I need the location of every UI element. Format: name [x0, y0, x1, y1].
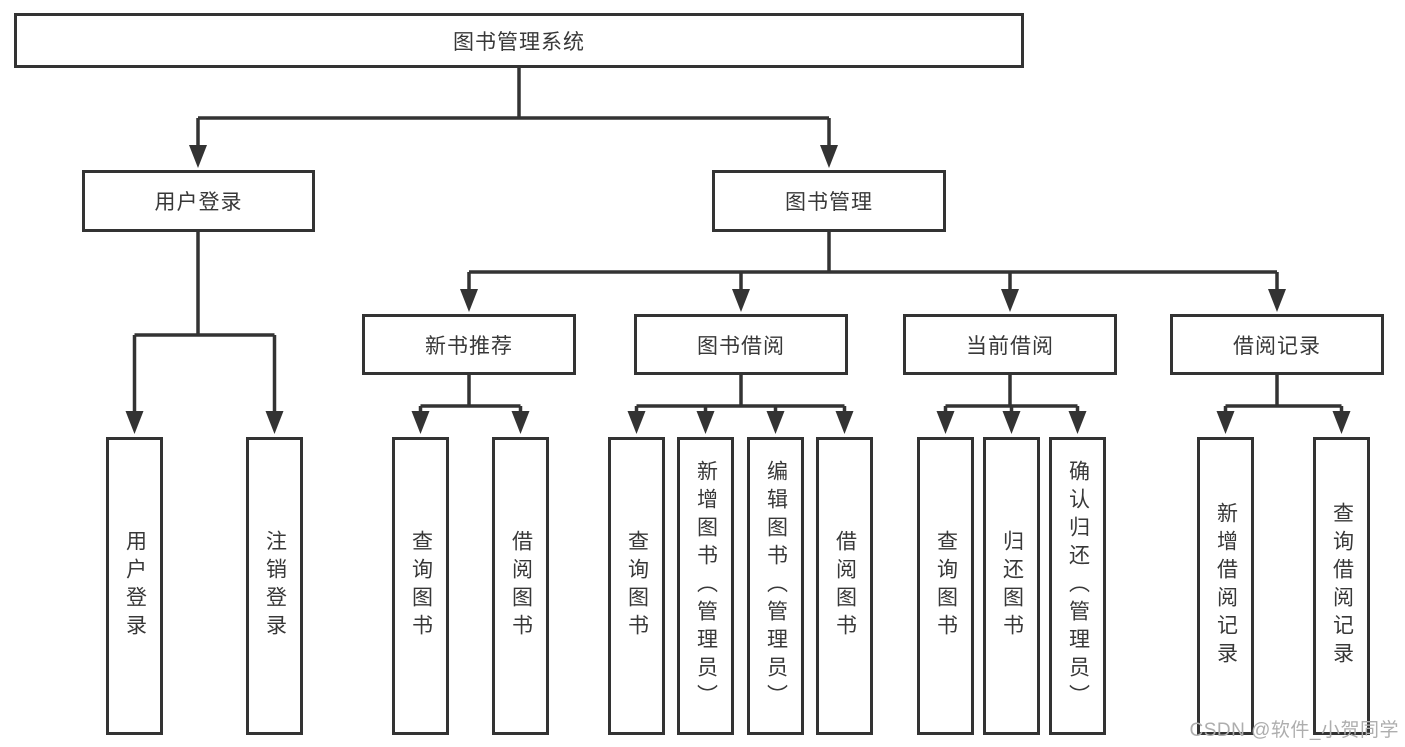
leaf-query-books-borrow: 查询图书: [608, 437, 665, 735]
leaf-edit-book-admin: 编辑图书（管理员）: [747, 437, 804, 735]
node-borrow-records: 借阅记录: [1170, 314, 1384, 375]
leaf-return-book: 归还图书: [983, 437, 1040, 735]
leaf-label: 确认归还（管理员）: [1066, 460, 1090, 712]
leaf-label: 查询图书: [409, 530, 433, 642]
leaf-label: 归还图书: [1000, 530, 1024, 642]
leaf-logout: 注销登录: [246, 437, 303, 735]
node-label: 借阅记录: [1233, 334, 1321, 358]
node-book-management: 图书管理: [712, 170, 946, 232]
leaf-label: 查询图书: [934, 530, 958, 642]
node-library-management-system: 图书管理系统: [14, 13, 1024, 68]
leaf-confirm-return-admin: 确认归还（管理员）: [1049, 437, 1106, 735]
node-label: 图书借阅: [697, 334, 785, 358]
leaf-query-borrow-record: 查询借阅记录: [1313, 437, 1370, 735]
leaf-query-books-recommend: 查询图书: [392, 437, 449, 735]
leaf-borrow-books: 借阅图书: [816, 437, 873, 735]
node-label: 图书管理: [785, 191, 873, 214]
leaf-label: 查询图书: [625, 530, 649, 642]
leaf-label: 编辑图书（管理员）: [764, 460, 788, 712]
leaf-label: 查询借阅记录: [1330, 502, 1354, 670]
leaf-user-login: 用户登录: [106, 437, 163, 735]
leaf-label: 注销登录: [263, 530, 287, 642]
leaf-borrow-books-recommend: 借阅图书: [492, 437, 549, 735]
csdn-watermark: CSDN @软件_小贺同学: [1189, 720, 1399, 741]
leaf-label: 借阅图书: [833, 530, 857, 642]
leaf-label: 新增图书（管理员）: [694, 460, 718, 712]
node-new-book-recommend: 新书推荐: [362, 314, 576, 375]
node-book-borrow: 图书借阅: [634, 314, 848, 375]
leaf-label: 新增借阅记录: [1214, 502, 1238, 670]
leaf-query-books-current: 查询图书: [917, 437, 974, 735]
node-current-borrow: 当前借阅: [903, 314, 1117, 375]
arrowheads: [125, 145, 1351, 434]
leaf-add-book-admin: 新增图书（管理员）: [677, 437, 734, 735]
leaf-add-borrow-record: 新增借阅记录: [1197, 437, 1254, 735]
leaf-label: 用户登录: [123, 530, 147, 642]
node-label: 当前借阅: [966, 334, 1054, 358]
node-label: 图书管理系统: [453, 30, 585, 54]
node-label: 用户登录: [154, 191, 243, 214]
node-label: 新书推荐: [425, 334, 513, 358]
leaf-label: 借阅图书: [509, 530, 533, 642]
node-user-login: 用户登录: [82, 170, 315, 232]
